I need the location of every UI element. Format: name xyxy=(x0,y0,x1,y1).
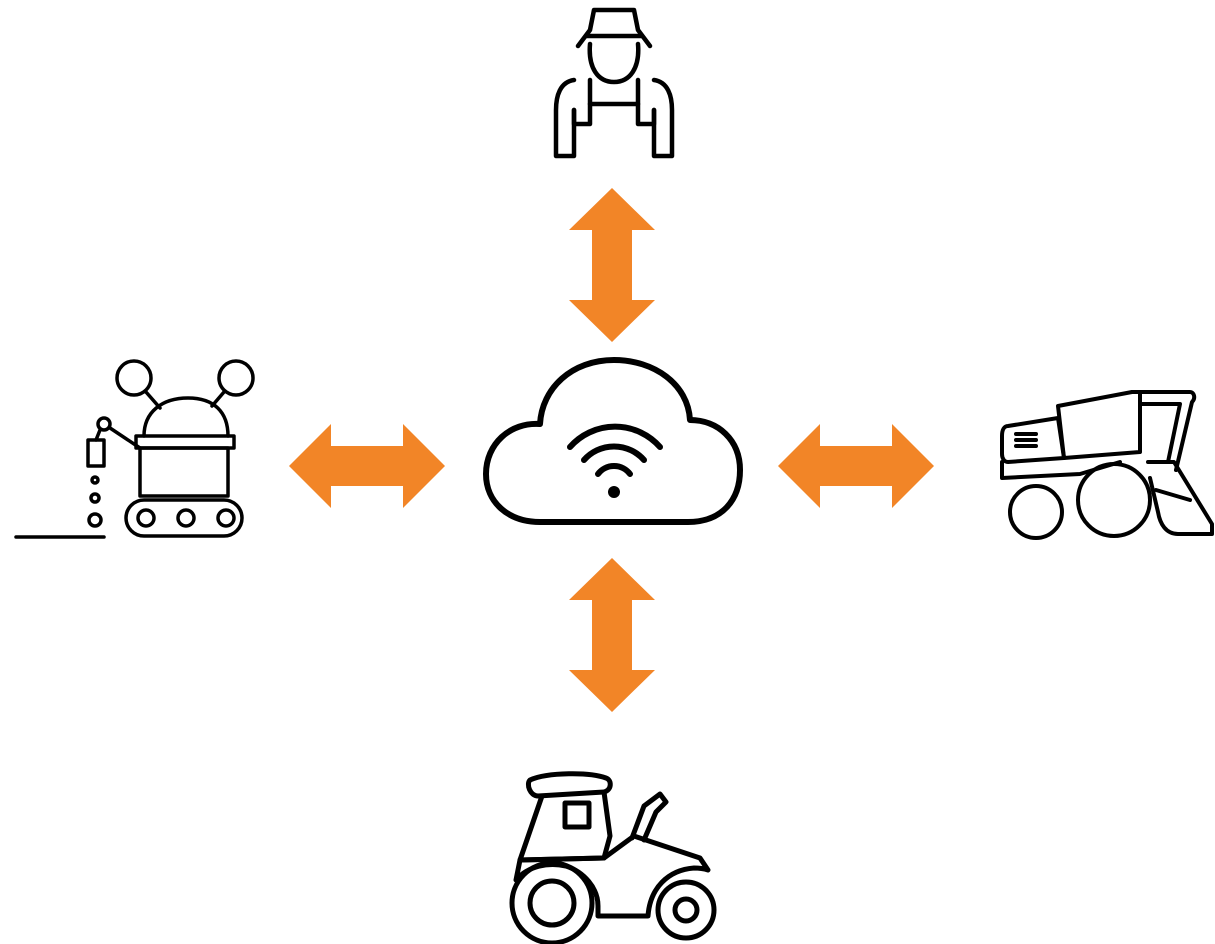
seeding-robot-icon xyxy=(14,359,255,539)
arrow-hub-farmer xyxy=(569,188,655,342)
farmer-icon xyxy=(553,7,675,159)
tractor-icon xyxy=(509,771,717,944)
arrow-hub-harvester xyxy=(778,424,934,508)
cloud-wifi-icon xyxy=(483,357,743,525)
arrow-hub-tractor xyxy=(569,558,655,712)
combine-harvester-icon xyxy=(1000,390,1214,540)
arrow-hub-robot xyxy=(289,424,445,508)
